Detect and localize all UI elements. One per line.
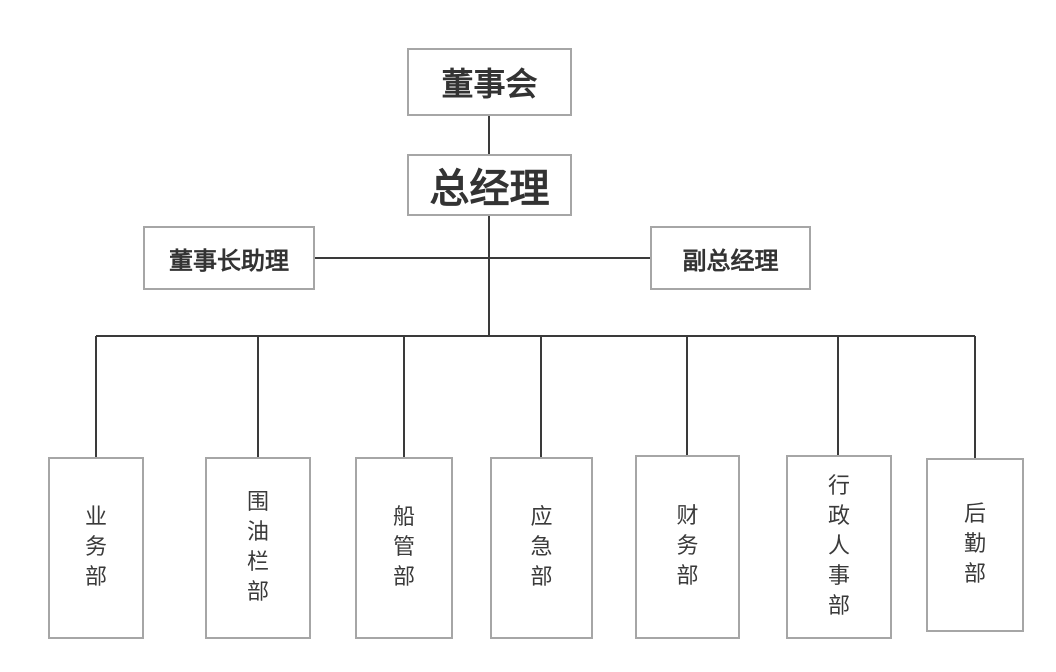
board-label: 董事会 [441, 65, 538, 103]
department-box-7: 后勤部 [926, 458, 1024, 632]
department-box-6: 行政人事部 [786, 455, 892, 639]
department-box-2: 围油栏部 [205, 457, 311, 639]
chairman-assistant-box: 董事长助理 [143, 226, 315, 290]
department-box-5: 财务部 [635, 455, 740, 639]
department-label-4: 应急部 [530, 505, 553, 590]
department-box-3: 船管部 [355, 457, 453, 639]
department-label-6: 行政人事部 [828, 474, 851, 619]
department-label-1: 业务部 [85, 505, 108, 590]
ceo-label: 总经理 [429, 166, 550, 212]
department-label-5: 财务部 [676, 504, 699, 589]
board-box: 董事会 [407, 48, 572, 116]
deputy-gm-box: 副总经理 [650, 226, 811, 290]
department-label-7: 后勤部 [964, 502, 987, 587]
department-label-3: 船管部 [393, 505, 416, 590]
chairman-assistant-label: 董事长助理 [169, 246, 289, 275]
ceo-box: 总经理 [407, 154, 572, 216]
department-box-4: 应急部 [490, 457, 593, 639]
department-box-1: 业务部 [48, 457, 144, 639]
department-label-2: 围油栏部 [247, 490, 270, 605]
deputy-gm-label: 副总经理 [682, 246, 779, 275]
